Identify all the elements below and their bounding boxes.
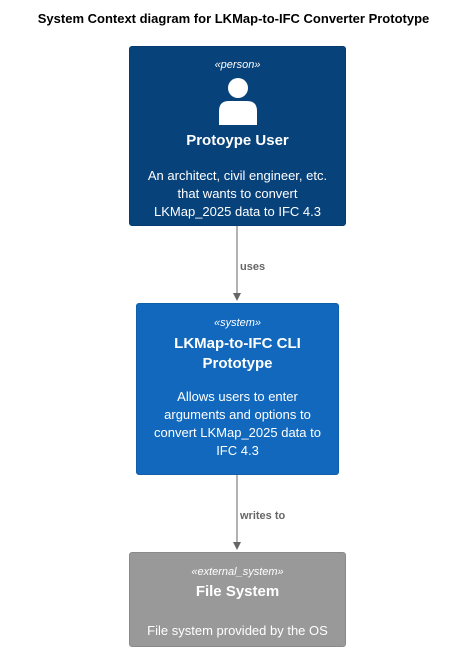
person-description: An architect, civil engineer, etc. that … bbox=[147, 168, 328, 219]
system-node[interactable]: «system» LKMap-to-IFC CLI Prototype Allo… bbox=[136, 303, 339, 475]
external-system-stereotype: «external_system» bbox=[191, 566, 284, 578]
external-system-name: File System bbox=[195, 583, 280, 600]
system-stereotype: «system» bbox=[213, 317, 262, 329]
edge-uses-label: uses bbox=[240, 261, 266, 273]
external-system-description: File system provided by the OS bbox=[147, 623, 328, 638]
person-icon bbox=[218, 78, 257, 125]
edge-writes-to-label: writes to bbox=[240, 510, 286, 522]
person-name: Protoype User bbox=[186, 132, 289, 149]
person-node[interactable]: «person» Protoype User An architect, civ… bbox=[129, 46, 346, 226]
external-system-node[interactable]: «external_system» File System File syste… bbox=[129, 552, 346, 647]
person-stereotype: «person» bbox=[214, 59, 261, 71]
system-description: Allows users to enter arguments and opti… bbox=[154, 389, 321, 458]
system-name: LKMap-to-IFC CLI Prototype bbox=[174, 335, 301, 372]
diagram-title: System Context diagram for LKMap-to-IFC … bbox=[37, 11, 430, 26]
